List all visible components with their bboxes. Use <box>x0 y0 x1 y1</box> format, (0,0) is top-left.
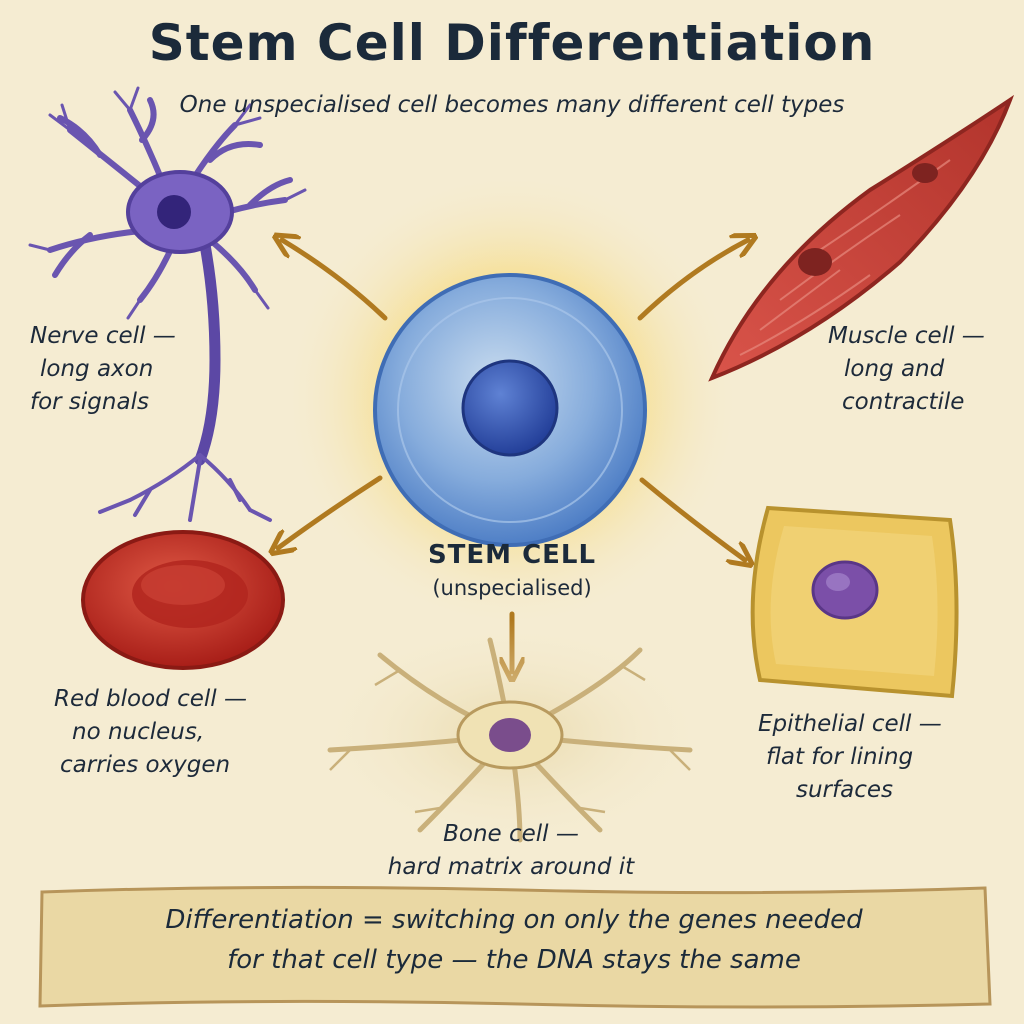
summary-line: Differentiation = switching on only the … <box>165 905 863 935</box>
page-subtitle: One unspecialised cell becomes many diff… <box>179 92 845 118</box>
muscle-cell-label: Muscle cell — long and contractile <box>828 320 985 419</box>
red-blood-cell <box>81 530 285 670</box>
epithelial-label-line: surfaces <box>796 777 893 803</box>
summary-banner <box>38 885 992 1009</box>
epithelial-cell-label: Epithelial cell — flat for lining surfac… <box>758 708 942 807</box>
bone-cell <box>312 620 712 850</box>
nerve-cell <box>28 86 307 522</box>
red-blood-label-line: no nucleus, <box>72 719 205 745</box>
nerve-label-line: long axon <box>40 356 154 382</box>
epithelial-label-line: Epithelial cell — <box>758 711 942 737</box>
bone-label-line: Bone cell — <box>443 821 579 847</box>
bone-cell-label: Bone cell — hard matrix around it <box>366 818 656 884</box>
red-blood-cell-label: Red blood cell — no nucleus, carries oxy… <box>54 683 247 782</box>
red-blood-label-line: Red blood cell — <box>54 686 247 712</box>
muscle-label-line: long and <box>844 356 945 382</box>
red-blood-label-line: carries oxygen <box>60 752 231 778</box>
nerve-label-line: Nerve cell — <box>30 323 176 349</box>
page-title: Stem Cell Differentiation <box>148 14 876 72</box>
stem-cell-note: (unspecialised) <box>432 576 592 600</box>
muscle-cell <box>708 94 1015 382</box>
nerve-label-line: for signals <box>30 389 149 415</box>
summary-line: for that cell type — the DNA stays the s… <box>227 945 801 975</box>
arrow-to-red-blood <box>278 475 383 548</box>
summary-text: Differentiation = switching on only the … <box>40 900 988 980</box>
arrow-to-muscle <box>637 240 748 321</box>
muscle-label-line: Muscle cell — <box>828 323 985 349</box>
stem-nucleus <box>461 359 559 457</box>
epithelial-label-line: flat for lining <box>766 744 914 770</box>
stem-cell-label: STEM CELL <box>427 540 597 570</box>
muscle-label-line: contractile <box>842 389 965 415</box>
arrow-to-nerve <box>282 240 388 321</box>
epithelial-cell <box>750 505 959 699</box>
bone-label-line: hard matrix around it <box>387 854 635 880</box>
arrow-to-epithelial <box>639 477 745 560</box>
stem-cell <box>373 273 647 547</box>
nerve-cell-label: Nerve cell — long axon for signals <box>30 320 176 419</box>
